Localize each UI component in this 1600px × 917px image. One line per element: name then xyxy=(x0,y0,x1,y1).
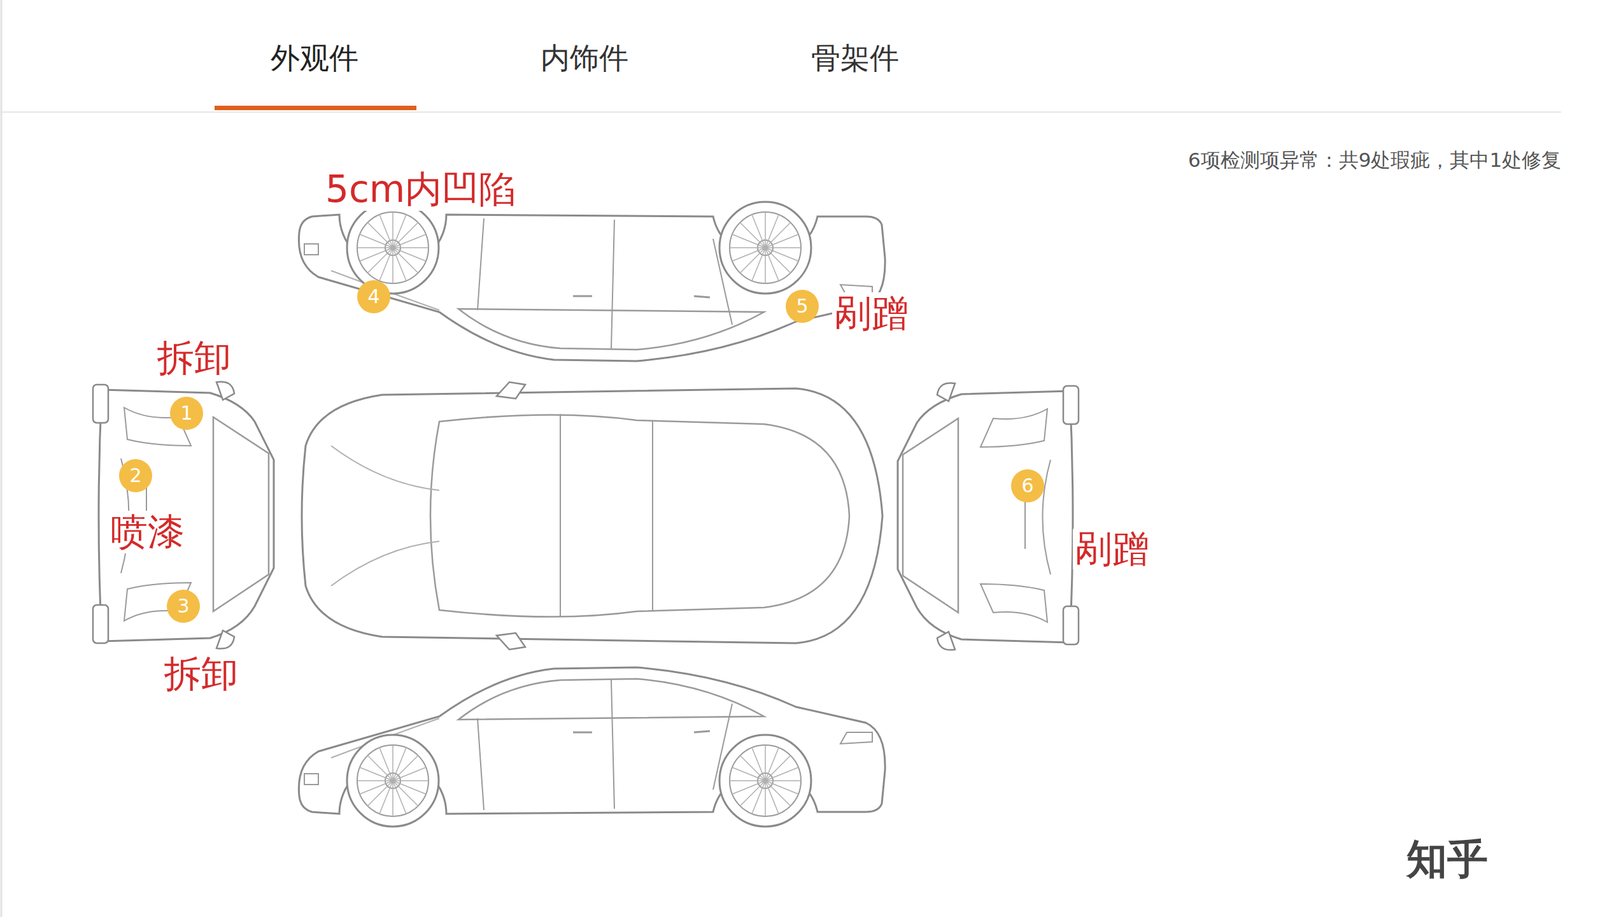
callout-number: 1 xyxy=(169,396,204,430)
callout-text: 4 xyxy=(367,287,380,307)
tab-label: 外观件 xyxy=(270,41,359,76)
damage-label: 拆卸 xyxy=(161,652,241,696)
callout-text: 5 xyxy=(795,296,808,316)
tab-label: 骨架件 xyxy=(811,41,900,76)
inspection-summary: 6项检测项异常：共9处瑕疵，其中1处修复 xyxy=(1188,148,1562,172)
callout-text: 6 xyxy=(1021,476,1034,496)
damage-label: 拆卸 xyxy=(154,336,234,380)
damage-label: 5cm内凹陷 xyxy=(322,168,519,211)
callout-number: 4 xyxy=(357,280,391,314)
callout-text: 3 xyxy=(176,596,190,616)
watermark: 知乎 xyxy=(1406,835,1488,884)
callout-text: 2 xyxy=(129,466,142,486)
callout-number: 2 xyxy=(119,459,153,493)
callout-number: 6 xyxy=(1011,469,1045,503)
damage-label: 剐蹭 xyxy=(1072,527,1152,571)
callout-number: 3 xyxy=(166,589,200,623)
damage-label: 剐蹭 xyxy=(832,292,912,335)
callout-number: 5 xyxy=(785,289,819,323)
tab-label: 内饰件 xyxy=(540,41,629,76)
damage-label: 喷漆 xyxy=(108,510,188,554)
callout-text: 1 xyxy=(180,403,193,423)
